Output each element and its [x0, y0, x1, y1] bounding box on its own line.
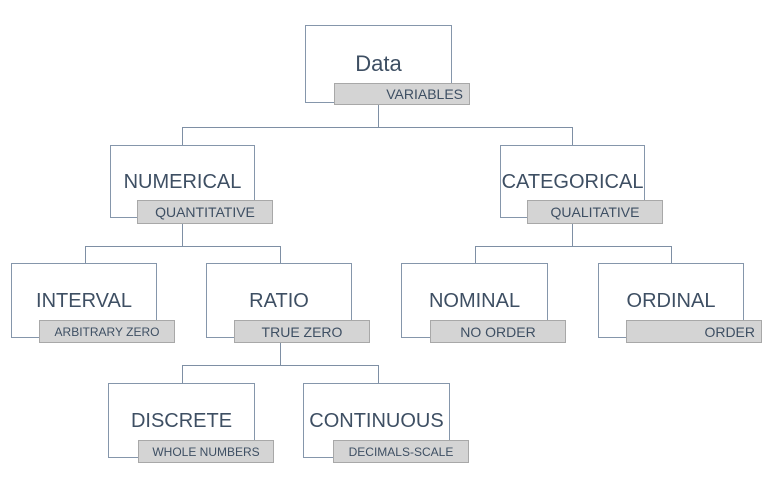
connector-to-continuous: [378, 365, 379, 384]
node-numerical-title: NUMERICAL: [123, 170, 242, 193]
node-data-title: Data: [355, 51, 402, 76]
node-nominal[interactable]: NOMINAL NO ORDER: [401, 263, 567, 344]
connector-root-stem: [378, 103, 379, 128]
connector-to-discrete: [182, 365, 183, 384]
connector-categorical-bar: [475, 246, 671, 247]
node-ordinal-title: ORDINAL: [626, 289, 716, 312]
node-discrete[interactable]: DISCRETE WHOLE NUMBERS: [108, 383, 274, 464]
connector-level2-bar: [182, 127, 573, 128]
connector-to-numerical: [182, 127, 183, 146]
node-ordinal-tag: ORDER: [626, 320, 762, 343]
node-numerical-tag: QUANTITATIVE: [137, 200, 273, 224]
connector-ratio-bar: [182, 365, 378, 366]
connector-to-ratio: [280, 246, 281, 264]
node-numerical[interactable]: NUMERICAL QUANTITATIVE: [110, 145, 273, 225]
node-discrete-tag: WHOLE NUMBERS: [138, 440, 274, 463]
connector-to-nominal: [475, 246, 476, 264]
node-nominal-title: NOMINAL: [428, 289, 521, 312]
node-continuous-title: CONTINUOUS: [309, 409, 444, 432]
node-data-tag: VARIABLES: [334, 83, 470, 105]
node-ordinal[interactable]: ORDINAL ORDER: [598, 263, 764, 344]
connector-to-categorical: [572, 127, 573, 146]
node-data[interactable]: Data VARIABLES: [305, 25, 470, 105]
connector-categorical-stem: [572, 224, 573, 247]
node-categorical-title: CATEGORICAL: [501, 170, 644, 193]
node-interval[interactable]: INTERVAL ARBITRARY ZERO: [11, 263, 176, 344]
node-nominal-tag: NO ORDER: [430, 320, 566, 343]
node-continuous-tag: DECIMALS-SCALE: [333, 440, 469, 463]
connector-to-ordinal: [671, 246, 672, 264]
node-ratio-title: RATIO: [249, 289, 309, 312]
connector-numerical-stem: [182, 224, 183, 247]
node-ratio-tag: TRUE ZERO: [234, 320, 370, 343]
connector-ratio-stem: [280, 343, 281, 366]
node-continuous[interactable]: CONTINUOUS DECIMALS-SCALE: [303, 383, 469, 464]
connector-to-interval: [85, 246, 86, 264]
node-discrete-title: DISCRETE: [130, 409, 233, 432]
node-categorical-tag: QUALITATIVE: [527, 200, 663, 224]
node-categorical[interactable]: CATEGORICAL QUALITATIVE: [500, 145, 663, 225]
node-interval-tag: ARBITRARY ZERO: [39, 320, 175, 343]
node-ratio[interactable]: RATIO TRUE ZERO: [206, 263, 371, 344]
node-interval-title: INTERVAL: [36, 289, 132, 312]
connector-numerical-bar: [85, 246, 281, 247]
